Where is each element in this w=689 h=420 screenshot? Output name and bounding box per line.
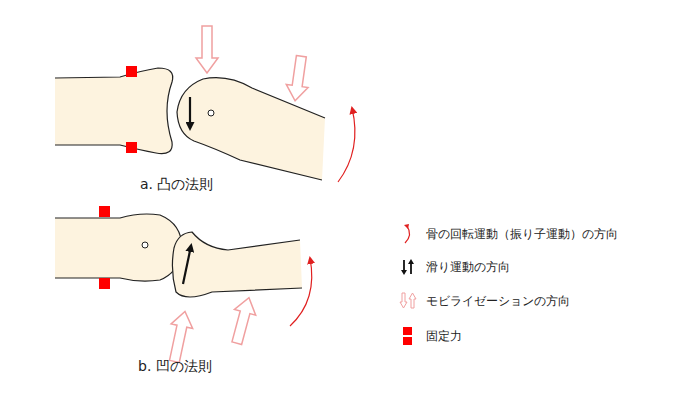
caption: a. 凸の法則	[140, 176, 213, 194]
legend-text: モビライゼーションの方向	[426, 293, 570, 309]
fixation-mark	[99, 278, 110, 289]
fixation-mark	[126, 66, 137, 77]
glide-arrow	[183, 246, 191, 284]
mobilization-arrow	[164, 309, 196, 363]
bone-b-fixed	[55, 214, 182, 281]
fixation-swatch	[398, 325, 418, 347]
legend-text: 骨の回転運動（振り子運動）の方向	[426, 226, 618, 242]
rotation-arrow	[290, 258, 312, 326]
glide-symbol	[398, 256, 418, 278]
bone-a-fixed	[55, 68, 173, 154]
bone-b-moving	[172, 232, 302, 297]
legend-text: 滑り運動の方向	[426, 259, 510, 275]
fixation-mark	[99, 206, 110, 217]
mobilization-symbol	[398, 290, 418, 312]
fixation-mark	[126, 142, 137, 153]
legend-text: 固定力	[426, 328, 462, 344]
mobilization-arrow	[226, 295, 259, 346]
caption: b. 凹の法則	[138, 358, 212, 376]
rotation-arrow	[338, 108, 355, 182]
mobilization-arrow	[196, 26, 218, 73]
rotation-symbol	[398, 223, 418, 245]
glide-arrow	[189, 97, 191, 128]
mobilization-arrow	[284, 55, 312, 103]
